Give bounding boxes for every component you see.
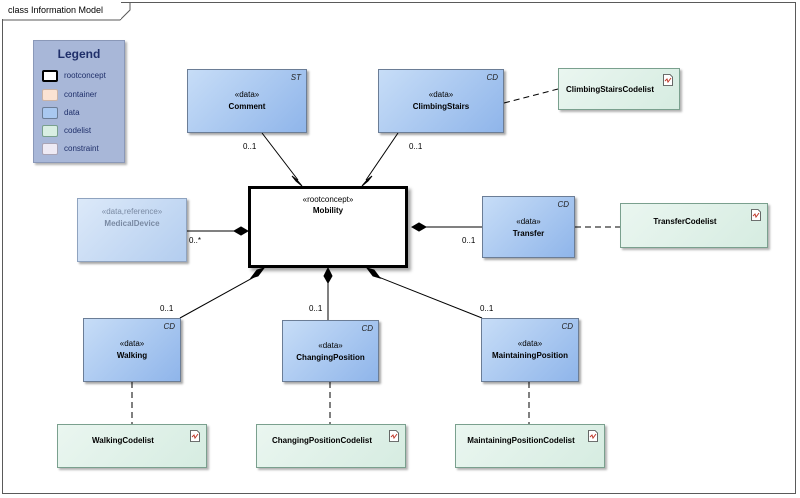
- legend-swatch-codelist: [42, 125, 58, 137]
- connector-maintaining: [375, 275, 483, 319]
- codelist-maintaining-position[interactable]: MaintainingPositionCodelist: [455, 424, 605, 468]
- class-comment[interactable]: ST «data» Comment: [187, 69, 307, 133]
- class-stereotype: «data,reference»: [101, 207, 163, 216]
- class-name: Walking: [116, 351, 148, 360]
- legend-label: container: [64, 90, 97, 99]
- class-mobility[interactable]: «rootconcept» Mobility: [248, 186, 408, 268]
- codelist-name: MaintainingPositionCodelist: [467, 436, 575, 445]
- diamond-medical: [232, 226, 250, 236]
- document-icon: [190, 430, 200, 442]
- class-name: MaintainingPosition: [492, 351, 568, 360]
- codelist-climbing-stairs[interactable]: ClimbingStairsCodelist: [558, 68, 680, 110]
- class-stereotype: «data»: [234, 90, 260, 99]
- class-stereotype: «data»: [428, 90, 454, 99]
- document-icon: [751, 209, 761, 221]
- document-icon: [389, 430, 399, 442]
- legend-label: data: [64, 108, 80, 117]
- class-climbing-stairs[interactable]: CD «data» ClimbingStairs: [378, 69, 504, 133]
- class-name: Transfer: [512, 229, 545, 238]
- diamond-climbing: [361, 175, 373, 187]
- class-tag: CD: [486, 73, 498, 82]
- class-name: ChangingPosition: [296, 353, 365, 362]
- legend-swatch-constraint: [42, 143, 58, 155]
- codelist-transfer[interactable]: TransferCodelist: [620, 203, 768, 248]
- class-stereotype: «data»: [119, 339, 145, 348]
- diamond-comment: [291, 175, 303, 187]
- legend: Legend rootconcept container data codeli…: [33, 40, 125, 163]
- document-icon: [663, 74, 673, 86]
- class-walking[interactable]: CD «data» Walking: [83, 318, 181, 382]
- codelist-name: WalkingCodelist: [92, 436, 154, 445]
- legend-swatch-data: [42, 107, 58, 119]
- class-stereotype: «data»: [318, 341, 343, 350]
- multiplicity-transfer: 0..1: [462, 236, 476, 245]
- diamond-maintaining: [365, 267, 382, 279]
- class-changing-position[interactable]: CD «data» ChangingPosition: [282, 320, 379, 382]
- connector-climbing: [365, 132, 399, 181]
- multiplicity-climbing: 0..1: [409, 142, 423, 151]
- class-medical-device[interactable]: «data,reference» MedicalDevice: [77, 198, 187, 262]
- legend-swatch-rootconcept: [42, 70, 58, 82]
- class-name: ClimbingStairs: [412, 102, 470, 111]
- legend-swatch-container: [42, 89, 58, 101]
- class-name: Mobility: [312, 206, 344, 215]
- class-transfer[interactable]: CD «data» Transfer: [482, 196, 575, 258]
- diamond-transfer: [410, 222, 428, 232]
- codelist-changing-position[interactable]: ChangingPositionCodelist: [256, 424, 406, 468]
- multiplicity-medical: 0..*: [189, 236, 202, 245]
- class-tag: CD: [361, 324, 373, 333]
- multiplicity-changing: 0..1: [309, 304, 323, 313]
- legend-label: codelist: [64, 126, 92, 135]
- class-tag: CD: [163, 322, 175, 331]
- codelist-name: TransferCodelist: [653, 217, 717, 226]
- multiplicity-walking: 0..1: [160, 304, 174, 313]
- dependency-climbing: [503, 88, 559, 104]
- diamond-walking: [249, 267, 266, 279]
- class-tag: ST: [290, 73, 301, 82]
- codelist-walking[interactable]: WalkingCodelist: [57, 424, 207, 468]
- class-name: Comment: [228, 102, 266, 111]
- multiplicity-maintaining: 0..1: [480, 304, 494, 313]
- frame-tab-outline: [2, 2, 131, 21]
- class-stereotype: «data»: [517, 339, 543, 348]
- document-icon: [588, 430, 598, 442]
- diamond-changing: [323, 266, 333, 285]
- legend-label: constraint: [64, 144, 99, 153]
- class-tag: CD: [557, 200, 569, 209]
- connector-walking: [179, 275, 257, 319]
- legend-title: Legend: [57, 47, 101, 61]
- class-tag: CD: [561, 322, 573, 331]
- class-maintaining-position[interactable]: CD «data» MaintainingPosition: [481, 318, 579, 382]
- class-stereotype: «rootconcept»: [302, 195, 354, 204]
- frame-title: class Information Model: [2, 2, 122, 19]
- connector-comment: [261, 132, 299, 181]
- codelist-name: ClimbingStairsCodelist: [565, 85, 654, 94]
- multiplicity-comment: 0..1: [243, 142, 257, 151]
- codelist-name: ChangingPositionCodelist: [272, 436, 372, 445]
- legend-label: rootconcept: [64, 71, 106, 80]
- class-name: MedicalDevice: [104, 219, 160, 228]
- class-stereotype: «data»: [516, 217, 541, 226]
